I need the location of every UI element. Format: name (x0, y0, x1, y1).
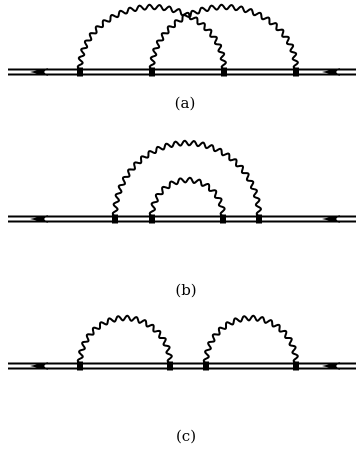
photon-arc-2 (148, 176, 226, 217)
vertex-4 (293, 361, 299, 371)
vertex-1 (77, 361, 83, 371)
vertex-2 (149, 67, 155, 77)
photon-arc-1 (111, 139, 262, 217)
left-arrow-head (30, 68, 48, 76)
left-arrow-head (30, 215, 48, 223)
vertex-3 (221, 67, 227, 77)
panel-label-a: (a) (175, 94, 196, 112)
vertex-3 (203, 361, 209, 371)
panel-label-b: (b) (175, 281, 196, 299)
photon-arc-1 (76, 314, 173, 364)
right-arrow-head (322, 362, 340, 370)
panel-c (8, 314, 356, 371)
photon-arc-1 (76, 3, 227, 70)
photon-arc-2 (202, 314, 299, 364)
right-arrow-head (322, 68, 340, 76)
vertex-1 (77, 67, 83, 77)
vertex-2 (167, 361, 173, 371)
vertex-4 (293, 67, 299, 77)
panel-label-c: (c) (176, 427, 196, 445)
vertex-3 (220, 214, 226, 224)
panel-b (8, 139, 356, 224)
photon-arc-2 (148, 3, 299, 70)
left-arrow-head (30, 362, 48, 370)
panel-a (8, 3, 356, 77)
vertex-1 (112, 214, 118, 224)
right-arrow-head (322, 215, 340, 223)
vertex-2 (149, 214, 155, 224)
vertex-4 (256, 214, 262, 224)
